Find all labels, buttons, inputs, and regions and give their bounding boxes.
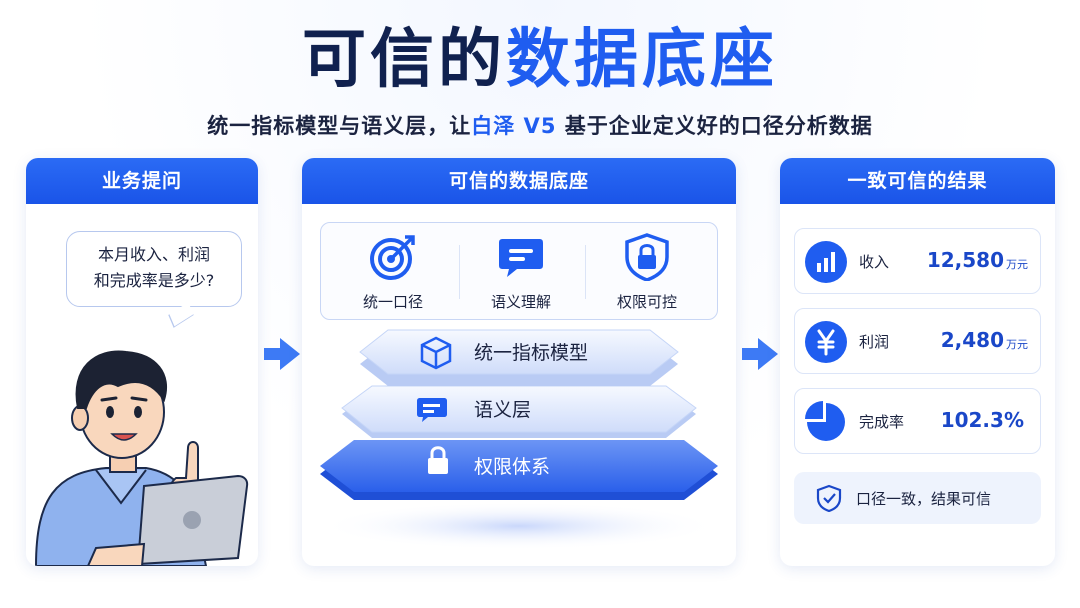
chat-icon bbox=[499, 239, 543, 277]
lock-icon bbox=[428, 446, 448, 474]
shield-lock-icon bbox=[625, 233, 669, 282]
panel-header: 可信的数据底座 bbox=[302, 158, 736, 204]
speech-bubble: 本月收入、利润 和完成率是多少? bbox=[66, 231, 242, 307]
consistent-results-panel: 一致可信的结果 收入 12,580 万元 利润 2,480 万元 bbox=[780, 158, 1055, 566]
flow-arrow-icon bbox=[742, 338, 778, 370]
business-question-panel: 业务提问 本月收入、利润 和完成率是多少? bbox=[26, 158, 258, 566]
consistency-note: 口径一致，结果可信 bbox=[794, 472, 1041, 524]
person-with-laptop-illustration bbox=[34, 350, 249, 566]
panel-header: 业务提问 bbox=[26, 158, 258, 204]
feature-semantic: 语义理解 bbox=[461, 233, 581, 312]
layer-stack: 权限体系 语义层 统一指标模型 bbox=[319, 329, 719, 550]
metric-profit: 利润 2,480 万元 bbox=[794, 308, 1041, 374]
pie-chart-icon bbox=[805, 401, 847, 443]
message-icon bbox=[417, 398, 447, 422]
feature-permission: 权限可控 bbox=[587, 233, 707, 312]
yen-icon bbox=[805, 321, 847, 363]
flow-arrow-icon bbox=[264, 338, 300, 370]
feature-box: 统一口径 语义理解 权限可控 bbox=[320, 222, 718, 320]
target-icon bbox=[370, 235, 415, 280]
metric-completion-rate: 完成率 102.3% bbox=[794, 388, 1041, 454]
page-title: 可信的数据底座 bbox=[302, 23, 778, 97]
shield-check-icon bbox=[816, 484, 842, 512]
layer-unified-metric-model: 统一指标模型 bbox=[359, 329, 679, 386]
divider bbox=[585, 245, 586, 299]
layer-permission-system: 权限体系 bbox=[320, 440, 718, 500]
panel-header: 一致可信的结果 bbox=[780, 158, 1055, 204]
page-subtitle: 统一指标模型与语义层，让白泽 V5 基于企业定义好的口径分析数据 bbox=[207, 114, 873, 138]
feature-unified-metric: 统一口径 bbox=[333, 233, 453, 312]
svg-text:权限体系: 权限体系 bbox=[474, 456, 550, 478]
metric-revenue: 收入 12,580 万元 bbox=[794, 228, 1041, 294]
divider bbox=[459, 245, 460, 299]
svg-text:统一指标模型: 统一指标模型 bbox=[474, 342, 588, 364]
data-foundation-panel: 可信的数据底座 统一口径 语义理解 bbox=[302, 158, 736, 566]
svg-text:语义层: 语义层 bbox=[474, 399, 531, 421]
cube-icon bbox=[420, 336, 452, 370]
layer-semantic: 语义层 bbox=[341, 385, 697, 438]
bar-chart-icon bbox=[805, 241, 847, 283]
